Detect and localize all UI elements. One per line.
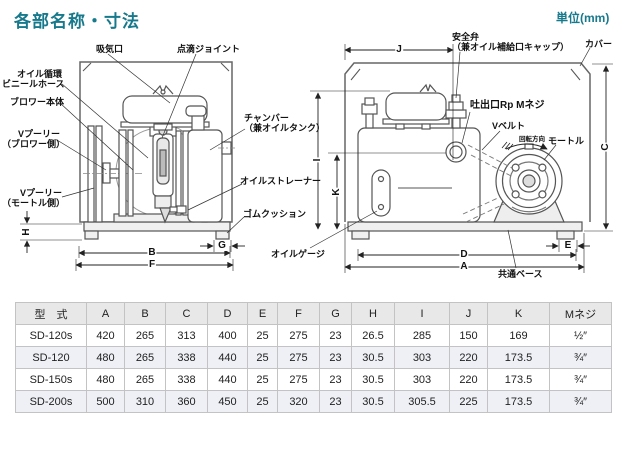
side-view-leaders <box>309 47 591 269</box>
label-blower-body: ブロワー本体 <box>10 97 65 107</box>
dim-k: K <box>331 187 342 197</box>
label-chamber: チャンバー （兼オイルタンク） <box>244 113 326 133</box>
rotation-arrow <box>501 141 548 151</box>
dim-c: C <box>600 142 611 152</box>
front-view-drawing <box>79 61 235 240</box>
dim-f: F <box>147 259 157 270</box>
label-v-pulley-motor: Vプーリー （モートル側） <box>2 188 66 208</box>
v-belt-lines <box>462 144 514 223</box>
col-header-f: F <box>277 302 320 325</box>
table-row: SD-150s 480 265 338 440 25 275 23 30.5 3… <box>15 368 612 391</box>
col-header-d: D <box>207 302 248 325</box>
label-oil-strainer: オイルストレーナー <box>240 176 322 186</box>
side-view-dimensions <box>310 44 613 273</box>
col-header-g: G <box>319 302 352 325</box>
cell-model: SD-200s <box>15 390 87 413</box>
label-oil-gauge: オイルゲージ <box>271 249 325 259</box>
safety-valve-part <box>445 94 467 129</box>
label-safety-valve: 安全弁 （兼オイル補給口キャップ） <box>452 32 570 52</box>
dim-a: A <box>459 261 469 272</box>
blower-flanges <box>118 129 191 217</box>
filter-side <box>382 83 450 130</box>
side-view-drawing <box>344 62 591 240</box>
dimension-table: 型 式 A B C D E F G H I J K Mネジ SD-120s 42… <box>15 302 612 413</box>
col-header-m: Mネジ <box>549 302 612 325</box>
dim-i: I <box>312 157 323 163</box>
col-header-model: 型 式 <box>15 302 87 325</box>
dim-j: J <box>395 44 403 55</box>
cell-model: SD-150s <box>15 368 87 391</box>
v-pulley <box>87 125 120 223</box>
label-discharge-port: 吐出口Rp Mネジ <box>470 100 545 111</box>
col-header-i: I <box>394 302 450 325</box>
label-rubber-cushion: ゴムクッション <box>243 209 307 219</box>
table-header-row: 型 式 A B C D E F G H I J K Mネジ <box>15 302 612 325</box>
motor <box>493 143 565 223</box>
col-header-j: J <box>449 302 488 325</box>
dim-e: E <box>563 240 573 251</box>
col-header-a: A <box>86 302 125 325</box>
front-view-leaders <box>56 53 246 234</box>
col-header-b: B <box>124 302 166 325</box>
label-rotation-direction: 回転方向 <box>519 136 545 143</box>
dim-h: H <box>21 227 32 237</box>
dim-g: G <box>217 240 227 251</box>
table-row: SD-120s 420 265 313 400 25 275 23 26.5 2… <box>15 324 612 347</box>
label-intake: 吸気口 <box>96 44 124 54</box>
oil-gauge-part <box>371 169 391 217</box>
col-header-k: K <box>487 302 550 325</box>
cover-outline-side <box>344 62 591 222</box>
col-header-h: H <box>351 302 395 325</box>
table-row: SD-200s 500 310 360 450 25 320 23 30.5 3… <box>15 390 612 413</box>
label-motor: モートル <box>548 136 585 146</box>
label-drip-joint: 点滴ジョイント <box>177 44 241 54</box>
label-v-belt: Vベルト <box>492 121 526 131</box>
common-base <box>347 221 583 240</box>
unit-label: 単位(mm) <box>556 11 610 25</box>
intake-filter <box>120 84 210 131</box>
col-header-c: C <box>165 302 208 325</box>
dim-d: D <box>459 249 469 260</box>
cell-model: SD-120 <box>15 346 87 369</box>
dim-b: B <box>147 247 157 258</box>
page-title: 各部名称・寸法 <box>14 12 140 31</box>
label-common-base: 共通ベース <box>498 269 543 279</box>
col-header-e: E <box>247 302 278 325</box>
technical-drawing <box>20 44 613 273</box>
cell-model: SD-120s <box>15 324 87 347</box>
label-oil-hose: オイル循環 ビニールホース <box>2 69 65 89</box>
label-v-pulley-blower: Vプーリー （ブロワー側） <box>2 129 66 149</box>
table-row: SD-120 480 265 338 440 25 275 23 30.5 30… <box>15 346 612 369</box>
label-cover: カバー <box>585 39 613 49</box>
tank-nipple <box>361 97 378 129</box>
